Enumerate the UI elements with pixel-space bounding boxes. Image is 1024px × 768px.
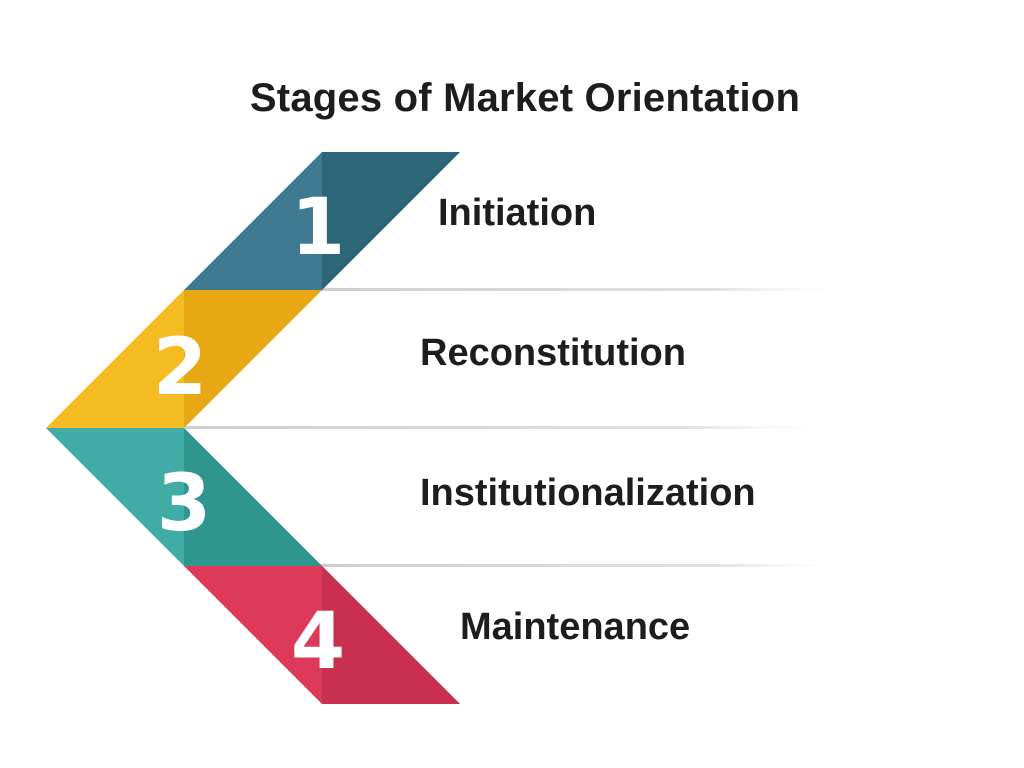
divider-line-1 — [320, 288, 850, 291]
page-title: Stages of Market Orientation — [249, 76, 801, 120]
stage-band-2: 2 — [46, 290, 322, 428]
stage-band-4: 4 — [184, 566, 460, 704]
divider-line-3 — [320, 564, 850, 567]
stage-band-3: 3 — [46, 428, 322, 566]
stage-label-institutionalization: Institutionalization — [420, 472, 756, 514]
stage-label-maintenance: Maintenance — [460, 606, 691, 648]
divider-line-2 — [185, 426, 850, 429]
stage-number-3: 3 — [157, 459, 211, 549]
stage-label-reconstitution: Reconstitution — [420, 332, 686, 374]
stage-number-4: 4 — [291, 597, 345, 687]
stage-band-1: 1 — [184, 152, 460, 290]
stage-label-initiation: Initiation — [438, 192, 597, 234]
stage-number-1: 1 — [291, 183, 345, 273]
stage-number-2: 2 — [153, 323, 207, 413]
